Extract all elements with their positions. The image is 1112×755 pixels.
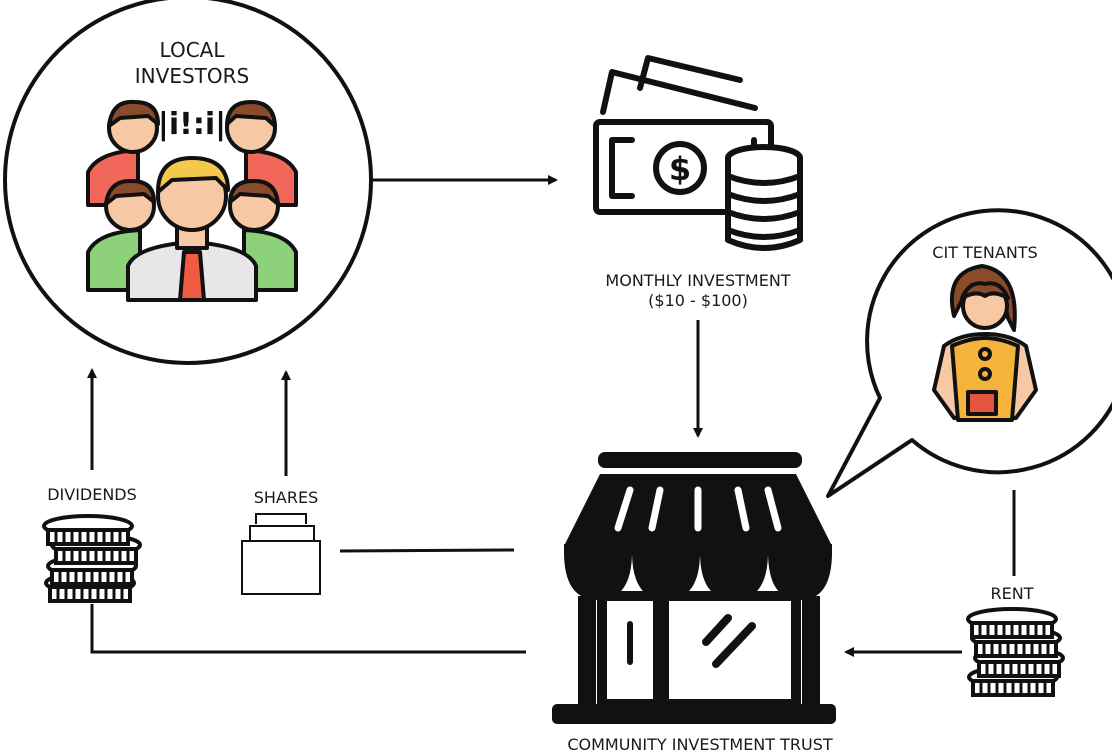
storefront-icon	[552, 452, 836, 724]
folder-icon	[242, 514, 320, 594]
monthly-investment-title: MONTHLY INVESTMENT	[578, 271, 818, 291]
line-trust-to-dividends	[92, 604, 526, 652]
line-trust-to-shares	[340, 550, 514, 551]
svg-text:$: $	[669, 150, 691, 188]
dividends-coin-stack-icon	[44, 516, 140, 601]
chatter-marks: |i!:i|	[158, 107, 226, 142]
monthly-investment-label: MONTHLY INVESTMENT ($10 - $100)	[578, 271, 818, 311]
monthly-investment-range: ($10 - $100)	[578, 291, 818, 311]
local-investors-label: LOCAL INVESTORS	[112, 37, 272, 89]
cash-and-coins-icon: $	[596, 58, 800, 248]
rent-coin-stack-icon	[968, 609, 1063, 695]
dividends-label: DIVIDENDS	[22, 485, 162, 505]
community-investment-trust-label: COMMUNITY INVESTMENT TRUST	[530, 735, 870, 755]
local-investors-line2: INVESTORS	[112, 63, 272, 89]
rent-label: RENT	[972, 584, 1052, 604]
cit-tenants-label: CIT TENANTS	[905, 243, 1065, 263]
shares-label: SHARES	[226, 488, 346, 508]
local-investors-line1: LOCAL	[112, 37, 272, 63]
